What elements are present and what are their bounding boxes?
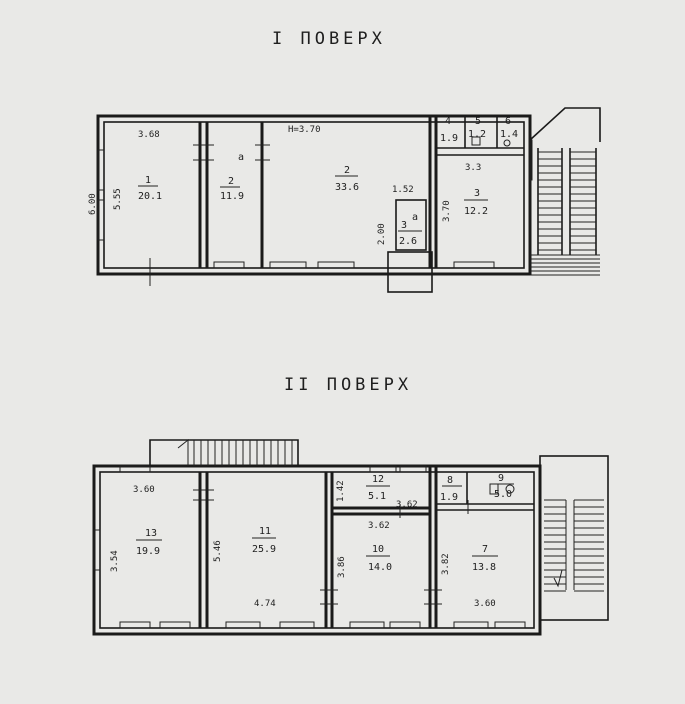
f1-room-4-area: 1.9 — [440, 133, 458, 144]
f2-dim-3-82: 3.82 — [441, 553, 451, 575]
f2-room-8-area: 1.9 — [440, 492, 458, 503]
floor1-dimensions: 3.68 Н=3.70 3.3 1.52 6.00 5.55 2.00 3.70 — [88, 125, 481, 245]
f1-room-3a-suffix: а — [412, 212, 418, 223]
f2-dim-3-86: 3.86 — [337, 556, 347, 578]
f2-dim-3-60-top: 3.60 — [133, 485, 155, 495]
f2-right-stairs — [539, 455, 609, 621]
f2-room-10-num: 10 — [372, 544, 384, 555]
f2-room-9-num: 9 — [498, 473, 504, 484]
f2-room-7-num: 7 — [482, 544, 488, 555]
f1-dim-1-52: 1.52 — [392, 185, 414, 195]
f2-room-9-area: 5.0 — [494, 489, 512, 500]
f1-room-3a-num: 3 — [401, 220, 407, 231]
f1-room-6-num: 6 — [505, 116, 511, 127]
f1-dim-3-68: 3.68 — [138, 130, 160, 140]
f2-room-12-area: 5.1 — [368, 491, 386, 502]
f1-dim-3-70: 3.70 — [442, 200, 452, 222]
f2-room-7-area: 13.8 — [472, 562, 496, 573]
f1-dim-6-00: 6.00 — [88, 193, 98, 215]
f2-sink — [505, 484, 515, 494]
floor2-title: II ПОВЕРХ — [284, 375, 412, 395]
f1-room-6-area: 1.4 — [500, 129, 518, 140]
f1-stair-steps — [530, 151, 600, 276]
f1-windows — [97, 139, 533, 269]
f2-dim-1-42: 1.42 — [336, 480, 346, 502]
f2-dim-3-62: 3.62 — [368, 521, 390, 531]
f2-dim-3-60: 3.60 — [474, 599, 496, 609]
f1-room-2-num: 2 — [344, 165, 350, 176]
f1-room-1-area: 20.1 — [138, 191, 162, 202]
floor1-plan — [96, 114, 533, 293]
f1-room-3-num: 3 — [474, 188, 480, 199]
f1-dim-5-55: 5.55 — [113, 188, 123, 210]
f1-room-1-num: 1 — [145, 175, 151, 186]
f1-room-3a-area: 2.6 — [399, 236, 417, 247]
f2-top-stairs — [149, 438, 299, 466]
f2-dim-5-46: 5.46 — [213, 540, 223, 562]
floor2-inner-wall — [99, 471, 535, 629]
f2-dim-4-74: 4.74 — [254, 599, 276, 609]
f1-room-3-area: 12.2 — [464, 206, 488, 217]
f1-toilet — [471, 136, 481, 146]
f1-room-4-num: 4 — [445, 116, 451, 127]
f2-room-11-num: 11 — [259, 526, 271, 537]
f2-room-11-area: 25.9 — [252, 544, 276, 555]
floor1-outer-wall — [96, 114, 532, 276]
f1-room-5-num: 5 — [475, 116, 481, 127]
floor1-inner-wall — [103, 121, 525, 269]
f1-room-2a-num: 2 — [228, 176, 234, 187]
f2-right-stair-steps — [544, 499, 604, 592]
f1-dim-3-3: 3.3 — [465, 163, 481, 173]
f2-dim-3-54: 3.54 — [110, 550, 120, 572]
f2-room-10-area: 14.0 — [368, 562, 392, 573]
f2-top-stair-steps — [193, 440, 293, 466]
floor1-room-labels: 1 20.1 2 а 11.9 2 33.6 3 а 2.6 3 12.2 4 … — [138, 116, 518, 247]
f1-closet-3a — [395, 199, 427, 251]
f1-sink — [503, 139, 511, 147]
f1-room-5-area: 1.2 — [468, 129, 486, 140]
f2-room-13-num: 13 — [145, 528, 157, 539]
floor1-title: I ПОВЕРХ — [272, 29, 386, 49]
f2-room-8-num: 8 — [447, 475, 453, 486]
f1-room-2-area: 33.6 — [335, 182, 359, 193]
floor2-room-labels: 13 19.9 11 25.9 12 5.1 10 14.0 8 1.9 9 5… — [136, 473, 514, 573]
f1-dim-height: Н=3.70 — [288, 125, 321, 135]
f1-entrance — [387, 251, 433, 293]
f2-room-13-area: 19.9 — [136, 546, 160, 557]
f2-dim-3-62-top: 3.62 — [396, 500, 418, 510]
f2-room-12-num: 12 — [372, 474, 384, 485]
f2-windows — [93, 465, 526, 629]
f1-room-2a-suffix: а — [238, 152, 244, 163]
floor2-dimensions: 3.60 3.54 5.46 4.74 1.42 3.62 3.62 3.86 … — [110, 480, 496, 609]
f1-dim-2-00: 2.00 — [377, 223, 387, 245]
f1-room-2a-area: 11.9 — [220, 191, 244, 202]
